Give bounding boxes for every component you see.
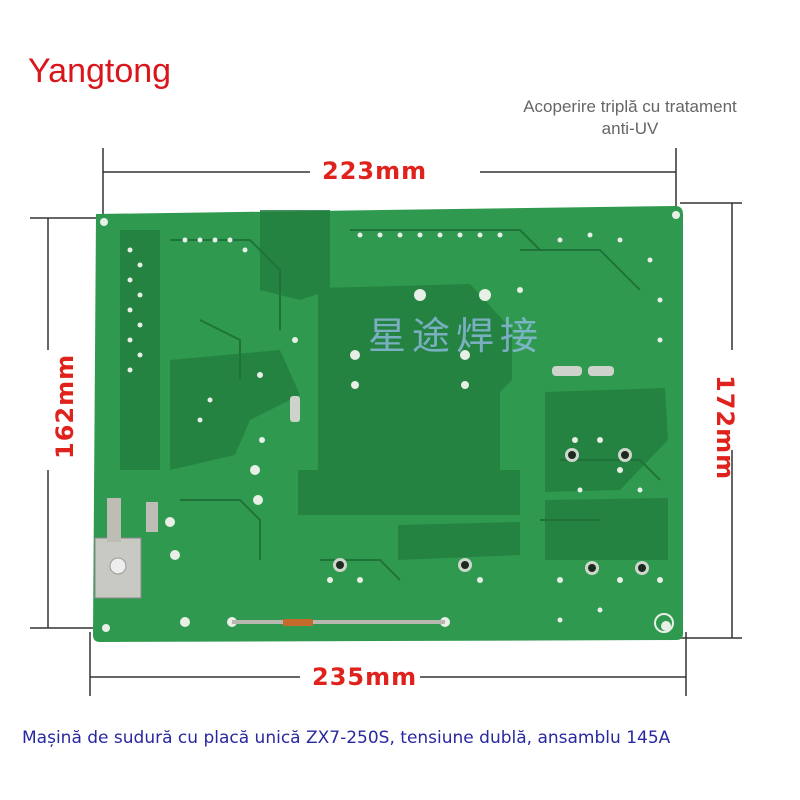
- shunt-wire: [232, 619, 445, 626]
- product-caption: Mașină de sudură cu placă unică ZX7-250S…: [22, 728, 671, 748]
- brand-name: Yangtong: [28, 52, 172, 90]
- copper-pours: [120, 210, 668, 560]
- dimension-left-label: 162mm: [51, 353, 79, 459]
- dimension-bottom-label: 235mm: [312, 663, 418, 691]
- dimension-top-label: 223mm: [322, 157, 428, 185]
- terminal-screws: [333, 448, 649, 575]
- components: [290, 366, 674, 633]
- dimension-right-label: 172mm: [711, 375, 739, 481]
- metal-lug: [94, 498, 158, 599]
- coating-note: Acoperire triplă cu tratament anti-UV: [523, 97, 737, 138]
- traces: [170, 229, 661, 581]
- dimension-lines: [30, 148, 742, 696]
- solder-pads: [100, 211, 680, 632]
- watermark: 星途焊接: [368, 314, 545, 358]
